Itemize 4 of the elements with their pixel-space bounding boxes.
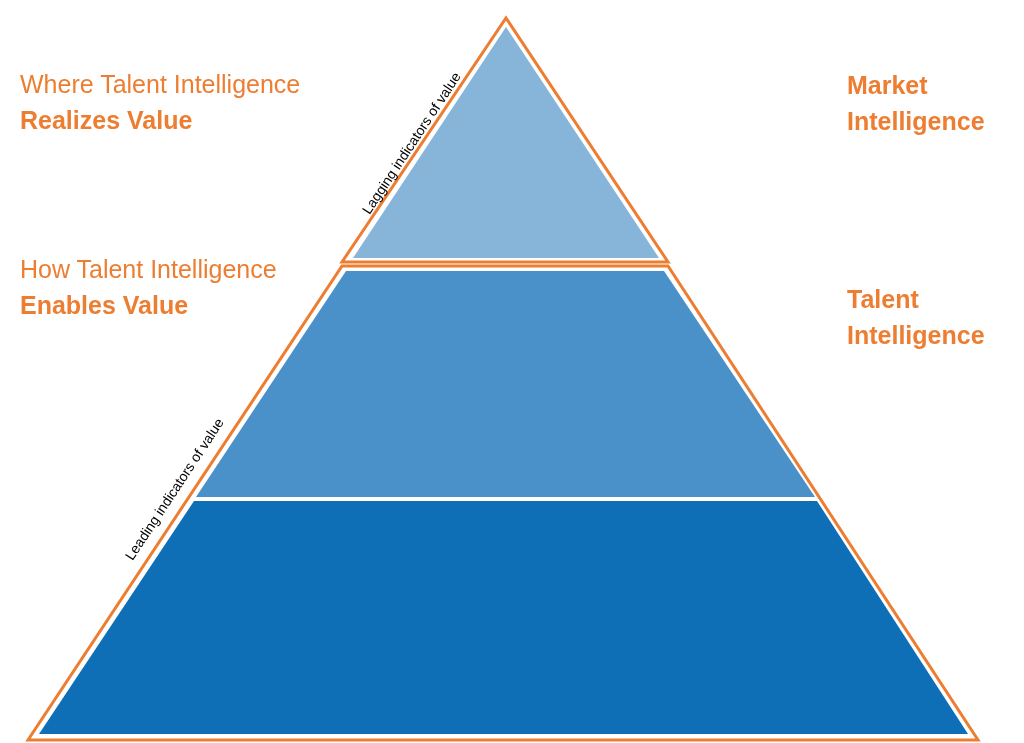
tier-label: Market Intelligence bbox=[847, 70, 986, 137]
heading-text: How Talent Intelligence Enables Value bbox=[20, 254, 277, 321]
tier-label: Talent Intelligence bbox=[847, 284, 986, 351]
heading-text: Where Talent Intelligence Realizes Value bbox=[20, 69, 301, 136]
